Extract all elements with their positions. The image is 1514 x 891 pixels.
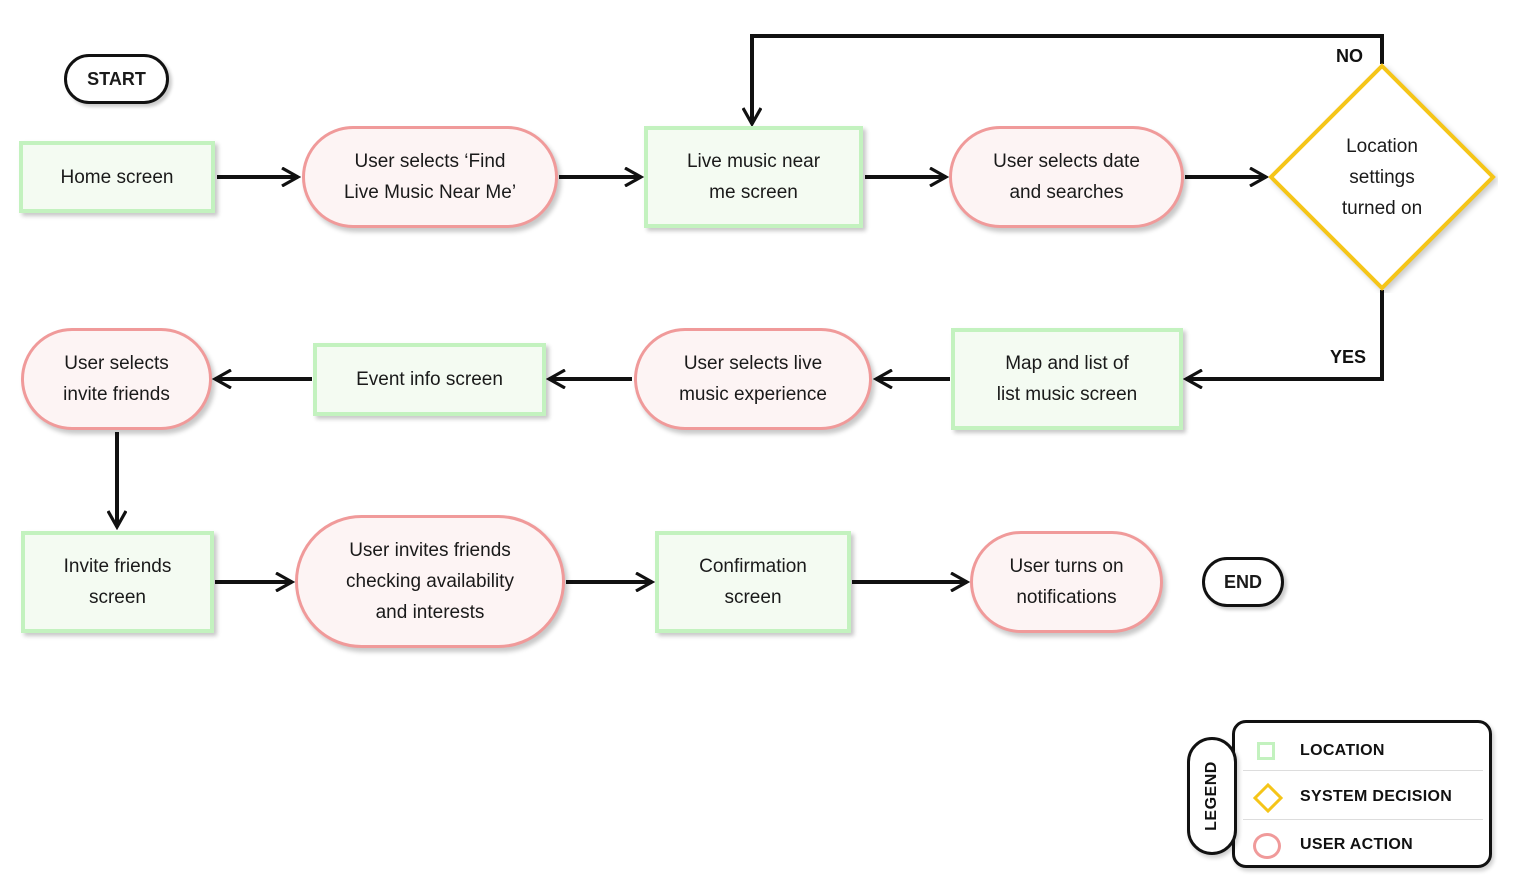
node-confirmation: Confirmation screen bbox=[655, 531, 851, 633]
label-yes: YES bbox=[1330, 347, 1367, 367]
legend-title: LEGEND bbox=[1203, 761, 1220, 831]
location-swatch-icon bbox=[1257, 742, 1275, 760]
node-find-live-music: User selects ‘Find Live Music Near Me’ bbox=[302, 126, 558, 228]
end-terminal: END bbox=[1202, 557, 1284, 607]
decision-diamond bbox=[1268, 63, 1496, 291]
legend-item-user-action: USER ACTION bbox=[1235, 822, 1489, 869]
legend-panel: LOCATION SYSTEM DECISION USER ACTION bbox=[1232, 720, 1492, 868]
node-notifications: User turns on notifications bbox=[970, 531, 1163, 633]
node-select-invite: User selects invite friends bbox=[21, 328, 212, 430]
node-home-screen: Home screen bbox=[19, 141, 215, 213]
node-event-info: Event info screen bbox=[313, 343, 546, 416]
node-select-experience: User selects live music experience bbox=[634, 328, 872, 430]
node-invites-friends: User invites friends checking availabili… bbox=[295, 515, 565, 648]
legend-label: USER ACTION bbox=[1300, 836, 1413, 853]
legend-divider bbox=[1243, 770, 1483, 771]
node-invite-friends-screen: Invite friends screen bbox=[21, 531, 214, 633]
label-no: NO bbox=[1336, 46, 1363, 66]
legend-label: LOCATION bbox=[1300, 742, 1385, 759]
decision-swatch-icon bbox=[1253, 783, 1283, 813]
node-map-list: Map and list of list music screen bbox=[951, 328, 1183, 430]
node-live-music-near-me: Live music near me screen bbox=[644, 126, 863, 228]
edge-location-no bbox=[752, 34, 1384, 124]
node-select-date: User selects date and searches bbox=[949, 126, 1184, 228]
legend-label: SYSTEM DECISION bbox=[1300, 788, 1453, 805]
node-location-settings: Location settings turned on bbox=[1341, 135, 1423, 219]
legend-item-location: LOCATION bbox=[1235, 728, 1489, 775]
legend-item-system-decision: SYSTEM DECISION bbox=[1235, 774, 1489, 821]
action-swatch-icon bbox=[1253, 833, 1281, 859]
legend-divider bbox=[1243, 819, 1483, 820]
start-terminal: START bbox=[64, 54, 169, 104]
legend-tab: LEGEND bbox=[1187, 737, 1237, 855]
edge-location-yes bbox=[1186, 290, 1384, 379]
